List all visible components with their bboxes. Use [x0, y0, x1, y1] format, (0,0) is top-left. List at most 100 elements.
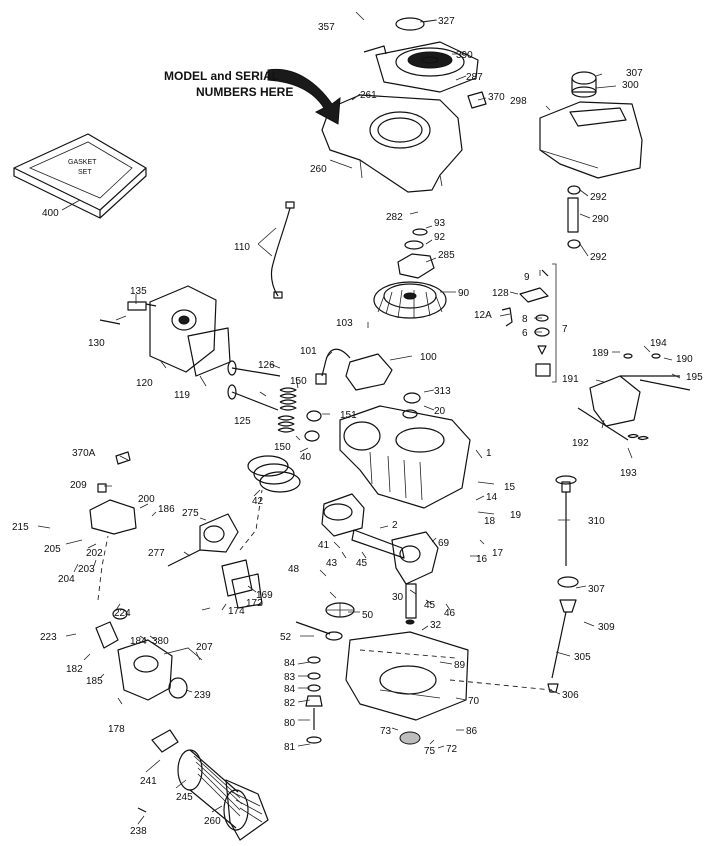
- part-label: 84: [284, 658, 296, 669]
- carburetor-body: [95, 535, 203, 701]
- part-label: 90: [458, 288, 470, 299]
- part-label: 178: [108, 724, 125, 735]
- starter-cap: [395, 17, 438, 31]
- part-label: 50: [362, 610, 374, 621]
- part-label: 101: [300, 346, 317, 357]
- part-label: 184: [130, 636, 147, 647]
- crankshaft: [391, 531, 439, 625]
- part-label: 69: [438, 538, 450, 549]
- part-label: 207: [196, 642, 213, 653]
- part-label: 83: [284, 672, 296, 683]
- valve-springs: [277, 387, 322, 442]
- part-label: 190: [676, 354, 693, 365]
- part-label: 72: [446, 744, 458, 755]
- part-label: 260: [204, 816, 221, 827]
- part-label: 309: [598, 622, 615, 633]
- part-label: 202: [86, 548, 103, 559]
- serial-callout-arrow: [267, 68, 341, 125]
- part-label: 292: [590, 192, 607, 203]
- part-label: 310: [588, 516, 605, 527]
- part-label: 80: [284, 718, 296, 729]
- oil-sump: [345, 631, 469, 745]
- part-label: 2: [392, 520, 398, 531]
- air-filter: [137, 729, 269, 841]
- ignition-module: [315, 348, 393, 391]
- part-label: 8: [522, 314, 528, 325]
- governor-parts: [501, 263, 557, 383]
- part-label: 357: [318, 22, 335, 33]
- part-label: 70: [468, 696, 480, 707]
- part-label: 189: [592, 348, 609, 359]
- callout-line-1: MODEL and SERIAL: [164, 69, 279, 83]
- flywheel-stack: [397, 228, 435, 279]
- part-label: 287: [466, 72, 483, 83]
- part-label: 182: [66, 664, 83, 675]
- part-label: 119: [174, 390, 190, 401]
- part-label: 82: [284, 698, 296, 709]
- part-label: 193: [620, 468, 637, 479]
- part-label: 400: [42, 208, 59, 219]
- part-label: 18: [484, 516, 496, 527]
- part-label: 209: [70, 480, 87, 491]
- part-label: 12A: [474, 310, 492, 321]
- part-label: 215: [12, 522, 29, 533]
- part-label: 370A: [72, 448, 96, 459]
- part-label: 300: [622, 80, 639, 91]
- part-label: 93: [434, 218, 446, 229]
- part-label: 370: [488, 92, 505, 103]
- part-label: 204: [58, 574, 75, 585]
- part-label: 75: [424, 746, 436, 757]
- part-label: 305: [574, 652, 591, 663]
- flywheel: [373, 281, 447, 319]
- part-label: 205: [44, 544, 61, 555]
- carburetor-upper: [89, 451, 137, 535]
- part-label: 241: [140, 776, 157, 787]
- fuel-tank: [539, 101, 643, 179]
- part-label: 9: [524, 272, 530, 283]
- recoil-starter: [363, 41, 479, 93]
- part-label: 306: [562, 690, 579, 701]
- part-label: 17: [492, 548, 504, 559]
- part-label: 32: [430, 620, 442, 631]
- intake-gaskets: [221, 489, 263, 609]
- part-label: 128: [492, 288, 509, 299]
- part-label: 30: [392, 592, 404, 603]
- part-label: 15: [504, 482, 516, 493]
- part-label: 380: [152, 636, 169, 647]
- part-label: 185: [86, 676, 103, 687]
- part-label: 45: [356, 558, 368, 569]
- part-label: 48: [288, 564, 300, 575]
- part-label: 73: [380, 726, 392, 737]
- part-label: 223: [40, 632, 57, 643]
- part-label: 290: [592, 214, 609, 225]
- part-label: 203: [78, 564, 95, 575]
- part-label: 307: [626, 68, 643, 79]
- spark-plug: [99, 301, 157, 325]
- part-label: 42: [252, 496, 264, 507]
- part-label: 150: [290, 376, 307, 387]
- part-label: 313: [434, 386, 451, 397]
- part-label: 261: [360, 90, 377, 101]
- part-label: 43: [326, 558, 338, 569]
- part-label: 282: [386, 212, 403, 223]
- part-labels: 357 327 390 287 370 261 260 282 93 92 28…: [12, 16, 703, 837]
- gasket-set-box: [13, 133, 147, 219]
- cam-gear: [295, 602, 355, 641]
- part-label: 169: [256, 590, 273, 601]
- part-label: 275: [182, 508, 199, 519]
- part-label: 191: [562, 374, 579, 385]
- fuel-cap: [571, 71, 597, 98]
- air-cleaner-adapter: [167, 513, 239, 567]
- part-label: 125: [234, 416, 251, 427]
- part-label: 151: [340, 410, 357, 421]
- part-label: 327: [438, 16, 455, 27]
- decal-370: [467, 91, 487, 109]
- piston-rings: [247, 455, 301, 493]
- connecting-rod: [351, 529, 421, 563]
- blower-housing: [321, 94, 463, 193]
- governor-shaft: [305, 656, 323, 744]
- part-label: 277: [148, 548, 165, 559]
- dipstick: [449, 475, 579, 693]
- part-label: 92: [434, 232, 446, 243]
